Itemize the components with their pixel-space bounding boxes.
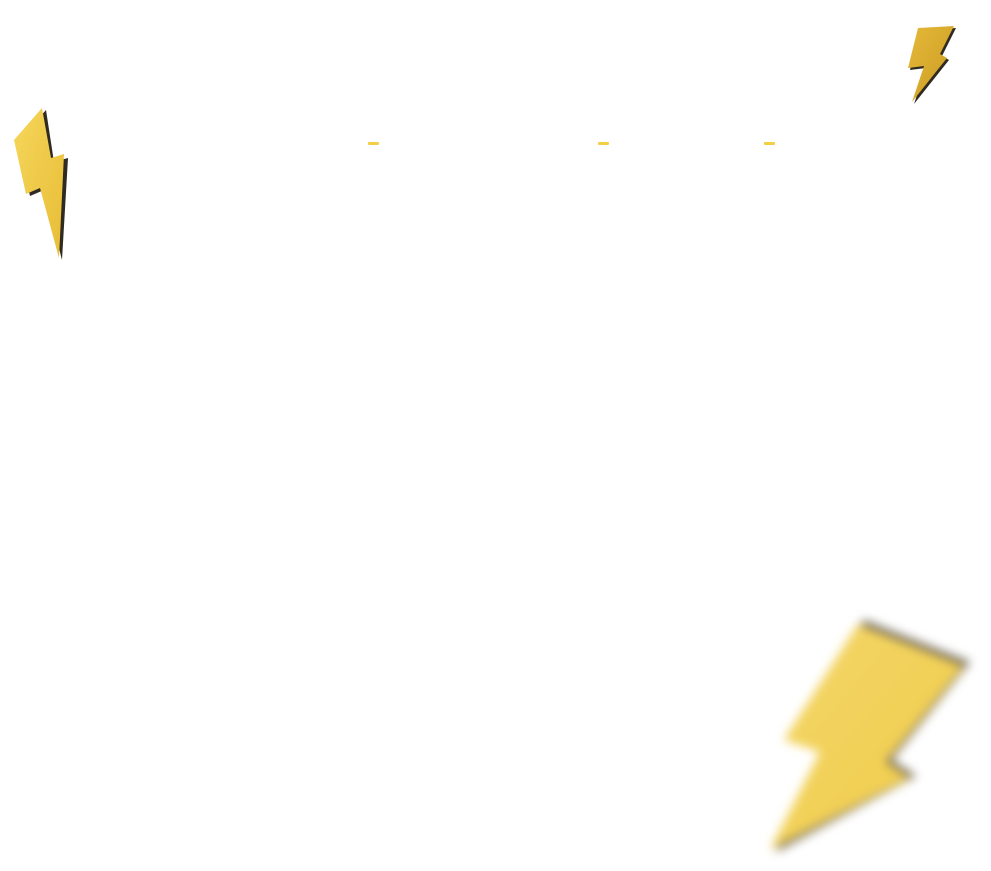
decorative-dash <box>764 142 775 145</box>
lightning-bolt-icon <box>760 610 980 860</box>
decorative-dash <box>598 142 609 145</box>
decorative-dash <box>368 142 379 145</box>
lightning-bolt-icon <box>8 104 74 264</box>
lightning-bolt-icon <box>902 22 962 108</box>
